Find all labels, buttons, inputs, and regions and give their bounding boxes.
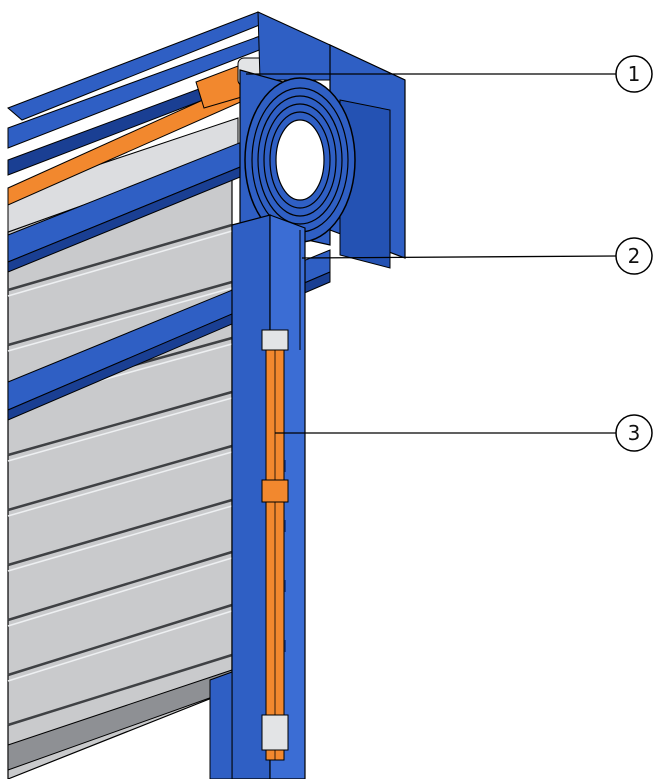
callout-2: 2 bbox=[615, 237, 653, 275]
callout-2-number: 2 bbox=[628, 244, 641, 268]
callout-1: 1 bbox=[615, 55, 653, 93]
cable-drum bbox=[244, 77, 356, 243]
callout-3-number: 3 bbox=[628, 421, 641, 445]
door-curtain bbox=[7, 117, 239, 779]
callout-leaders bbox=[246, 73, 617, 434]
vertical-strap bbox=[261, 230, 301, 761]
callout-1-number: 1 bbox=[628, 62, 641, 86]
callout-3: 3 bbox=[615, 414, 653, 452]
